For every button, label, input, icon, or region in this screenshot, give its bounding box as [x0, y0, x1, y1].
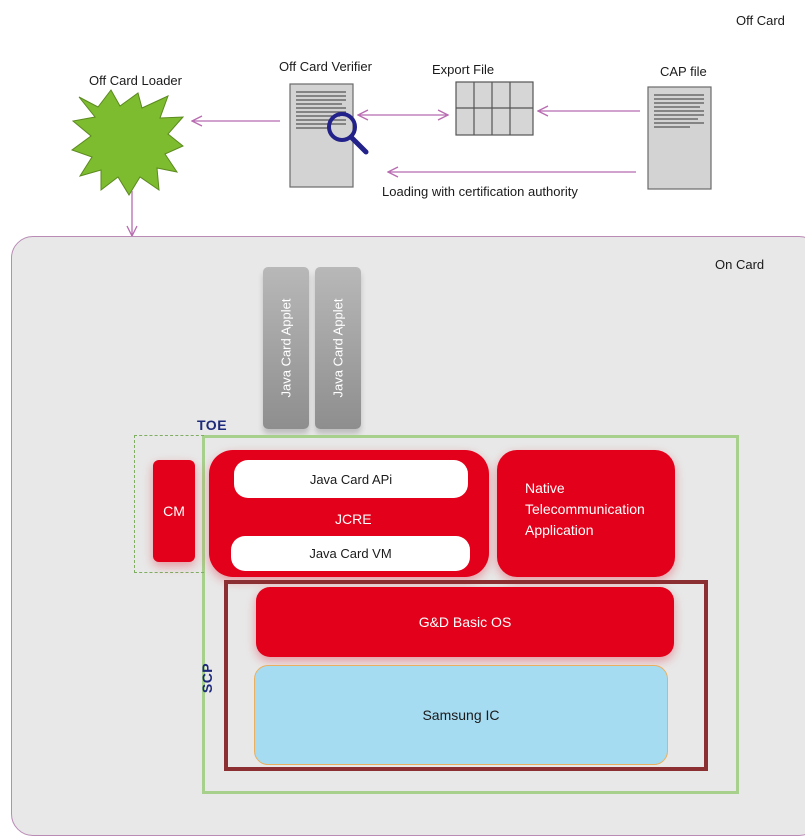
applet-label: Java Card Applet: [278, 298, 294, 398]
flow-arrows: [132, 111, 640, 236]
document-icon: [289, 83, 354, 188]
gd-basic-os-label: G&D Basic OS: [418, 614, 512, 630]
off-card-graphics: [70, 81, 712, 240]
java-card-api-block: Java Card APi: [234, 460, 468, 498]
gd-basic-os-block: G&D Basic OS: [256, 587, 674, 657]
native-app-label: Native Telecommunication Application: [525, 480, 645, 538]
samsung-ic-block: Samsung IC: [254, 665, 668, 765]
toe-label: TOE: [197, 417, 228, 433]
loading-ca-label: Loading with certification authority: [382, 184, 578, 199]
jcre-label: JCRE: [335, 511, 372, 527]
off-card-label: Off Card: [736, 13, 785, 28]
scp-boundary: [224, 580, 708, 771]
cap-file-label: CAP file: [660, 64, 707, 79]
cm-label: CM: [163, 503, 185, 519]
samsung-ic-label: Samsung IC: [422, 707, 500, 723]
cm-dashed-boundary: [134, 435, 204, 573]
magnifier-icon: [327, 112, 369, 155]
applet-label: Java Card Applet: [330, 298, 346, 398]
on-card-label: On Card: [715, 257, 765, 272]
java-card-applet-2: Java Card Applet: [315, 267, 361, 429]
cm-block: CM: [153, 460, 195, 562]
off-card-loader-label: Off Card Loader: [89, 73, 182, 88]
off-card-verifier-label: Off Card Verifier: [279, 59, 372, 74]
scp-label: SCP: [199, 662, 216, 694]
native-telecom-app-block: Native Telecommunication Application: [497, 450, 675, 577]
java-card-vm-block: Java Card VM: [231, 536, 470, 571]
cap-document-icon: [647, 86, 712, 190]
loader-star-icon: [70, 89, 185, 196]
table-icon: [455, 81, 534, 136]
export-file-label: Export File: [432, 62, 495, 77]
java-card-applet-1: Java Card Applet: [263, 267, 309, 429]
toe-boundary: [202, 435, 739, 794]
